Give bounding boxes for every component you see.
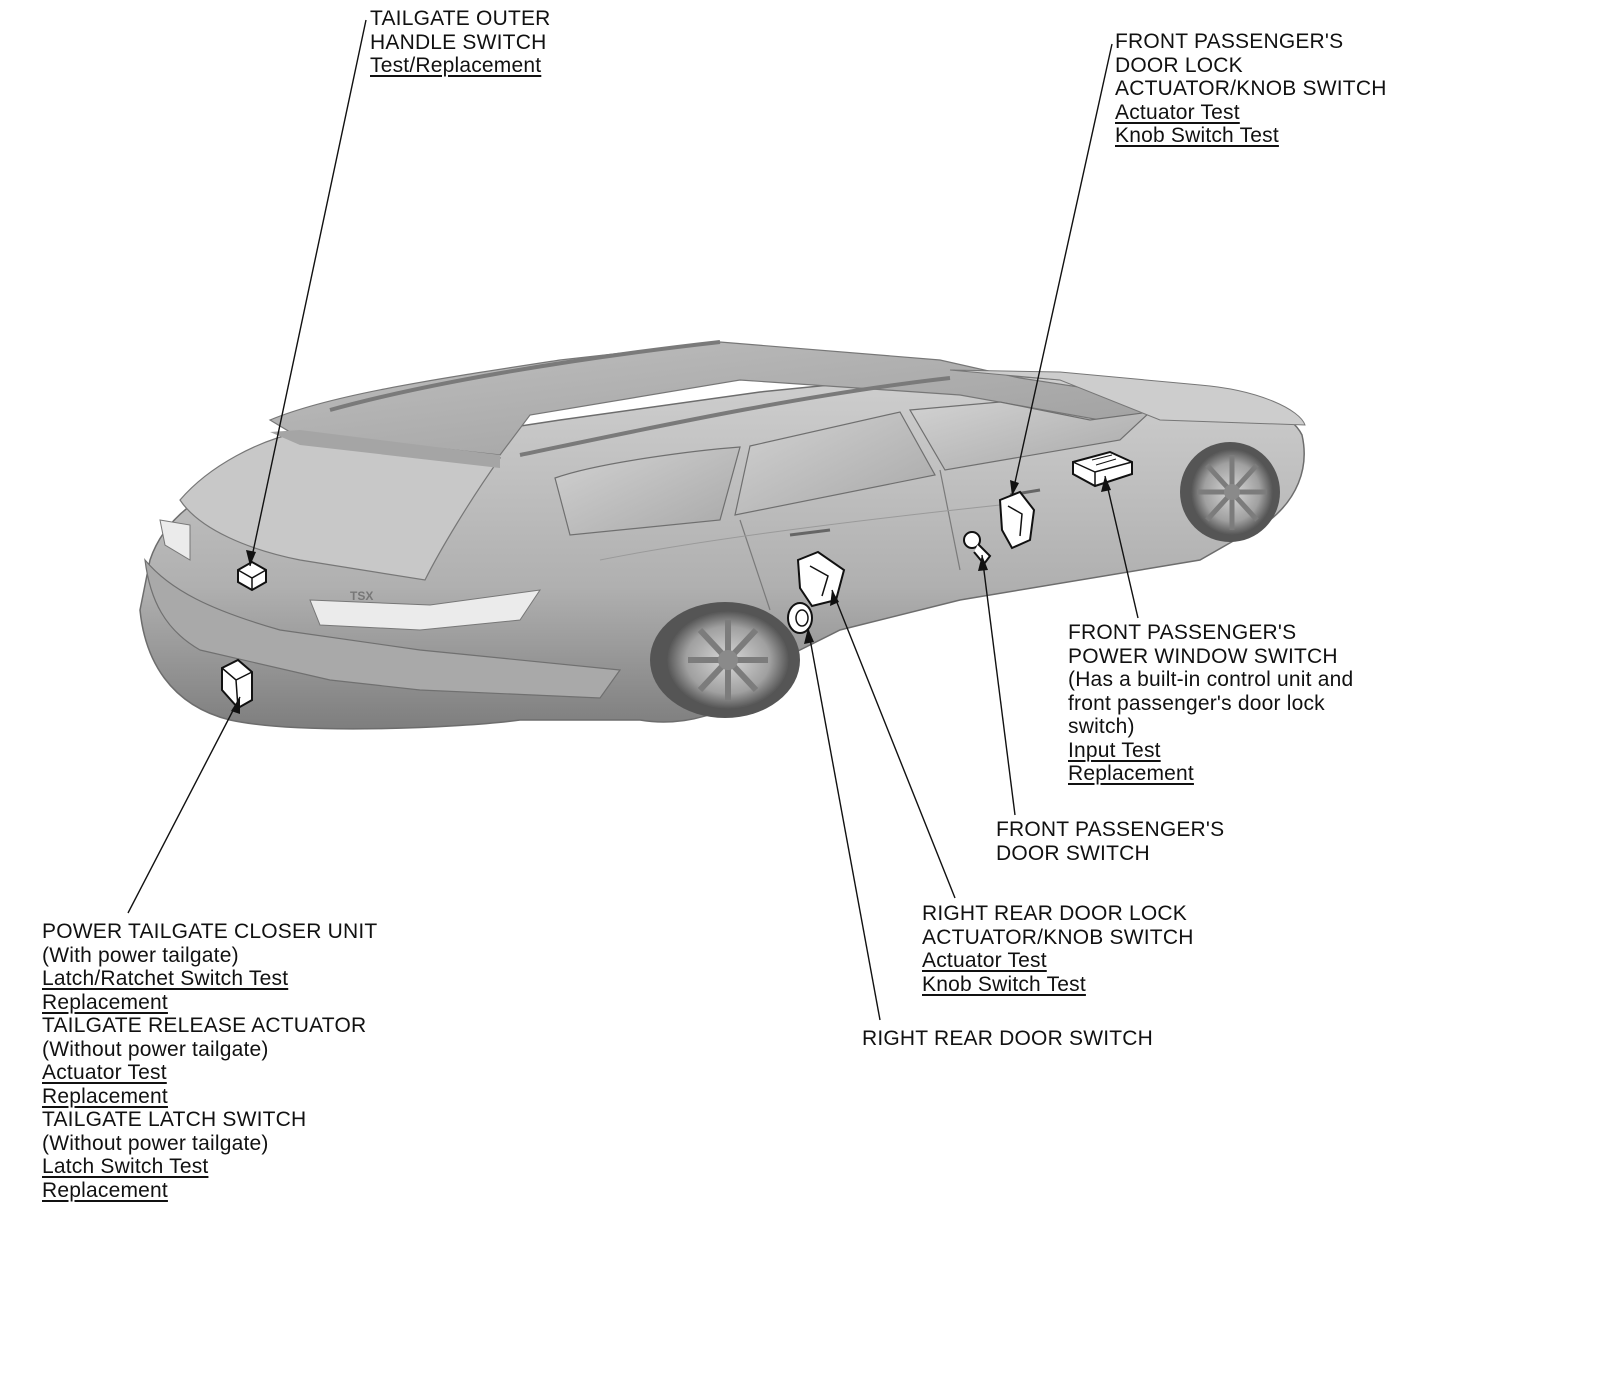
- callout-title-line: TAILGATE LATCH SWITCH: [42, 1108, 377, 1132]
- callout-title-line: FRONT PASSENGER'S: [1068, 621, 1353, 645]
- callout-front-passenger-door-lock: FRONT PASSENGER'S DOOR LOCK ACTUATOR/KNO…: [1115, 30, 1387, 148]
- callout-tailgate-outer-handle-switch: TAILGATE OUTER HANDLE SWITCH Test/Replac…: [370, 7, 551, 78]
- callout-title-line: POWER TAILGATE CLOSER UNIT: [42, 920, 377, 944]
- actuator-test-link[interactable]: Actuator Test: [42, 1061, 377, 1085]
- callout-right-rear-door-lock: RIGHT REAR DOOR LOCK ACTUATOR/KNOB SWITC…: [922, 902, 1194, 996]
- actuator-test-link[interactable]: Actuator Test: [1115, 101, 1387, 125]
- callout-title-line: ACTUATOR/KNOB SWITCH: [1115, 77, 1387, 101]
- callout-title-line: TAILGATE OUTER: [370, 7, 551, 31]
- replacement-link[interactable]: Replacement: [42, 1179, 377, 1203]
- callout-front-passenger-door-switch: FRONT PASSENGER'S DOOR SWITCH: [996, 818, 1224, 865]
- callout-title-line: DOOR LOCK: [1115, 54, 1387, 78]
- test-replacement-link[interactable]: Test/Replacement: [370, 54, 551, 78]
- callout-note-line: (Without power tailgate): [42, 1038, 377, 1062]
- knob-switch-test-link[interactable]: Knob Switch Test: [922, 973, 1194, 997]
- callout-right-rear-door-switch: RIGHT REAR DOOR SWITCH: [862, 1027, 1153, 1051]
- callout-title-line: RIGHT REAR DOOR LOCK: [922, 902, 1194, 926]
- callout-title-line: TAILGATE RELEASE ACTUATOR: [42, 1014, 377, 1038]
- replacement-link[interactable]: Replacement: [42, 1085, 377, 1109]
- callout-front-passenger-power-window-switch: FRONT PASSENGER'S POWER WINDOW SWITCH (H…: [1068, 621, 1353, 786]
- actuator-test-link[interactable]: Actuator Test: [922, 949, 1194, 973]
- callout-title-line: FRONT PASSENGER'S: [1115, 30, 1387, 54]
- latch-switch-test-link[interactable]: Latch Switch Test: [42, 1155, 377, 1179]
- callout-title-line: FRONT PASSENGER'S: [996, 818, 1224, 842]
- callout-note-line: (With power tailgate): [42, 944, 377, 968]
- callout-power-tailgate-closer-unit: POWER TAILGATE CLOSER UNIT (With power t…: [42, 920, 377, 1202]
- callout-note-line: (Without power tailgate): [42, 1132, 377, 1156]
- front-wheel: [1180, 442, 1280, 542]
- latch-ratchet-switch-test-link[interactable]: Latch/Ratchet Switch Test: [42, 967, 377, 991]
- callout-title-line: POWER WINDOW SWITCH: [1068, 645, 1353, 669]
- knob-switch-test-link[interactable]: Knob Switch Test: [1115, 124, 1387, 148]
- callout-title-line: HANDLE SWITCH: [370, 31, 551, 55]
- callout-note-line: (Has a built-in control unit and: [1068, 668, 1353, 692]
- callout-note-line: switch): [1068, 715, 1353, 739]
- vehicle-badge: TSX: [350, 589, 373, 603]
- rear-wheel: [650, 602, 800, 718]
- input-test-link[interactable]: Input Test: [1068, 739, 1353, 763]
- callout-title-line: DOOR SWITCH: [996, 842, 1224, 866]
- callout-title-line: RIGHT REAR DOOR SWITCH: [862, 1027, 1153, 1051]
- callout-title-line: ACTUATOR/KNOB SWITCH: [922, 926, 1194, 950]
- replacement-link[interactable]: Replacement: [1068, 762, 1353, 786]
- replacement-link[interactable]: Replacement: [42, 991, 377, 1015]
- callout-note-line: front passenger's door lock: [1068, 692, 1353, 716]
